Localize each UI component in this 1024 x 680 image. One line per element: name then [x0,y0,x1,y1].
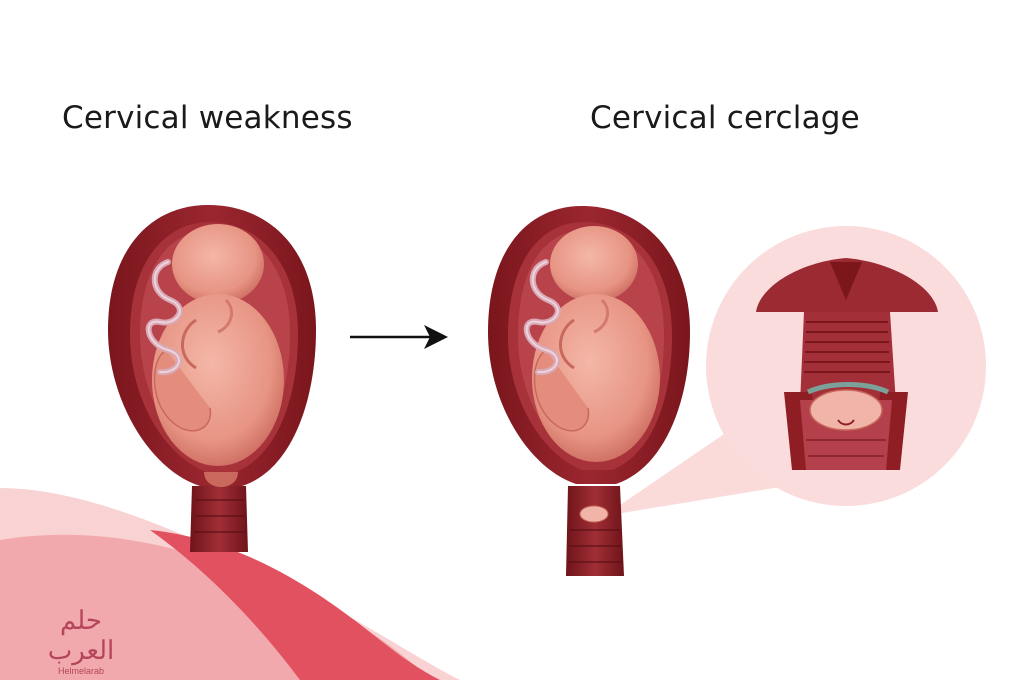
label-cervical-weakness: Cervical weakness [62,100,353,136]
uterus-cerclage [488,206,690,576]
transition-arrow [350,325,448,349]
fetus-right [532,226,660,462]
logo-arabic-text: حلم العرب [47,606,115,666]
label-cervical-cerclage: Cervical cerclage [590,100,860,136]
uterus-weak [108,205,316,552]
brand-logo: حلم العرب Helmelarab [26,606,136,676]
cerclage-zoom-detail [706,226,986,506]
decorative-wave [0,488,460,680]
cervix-weak [190,486,248,552]
cerclage-suture [806,382,890,395]
fetus-left [152,224,284,466]
logo-latin-text: Helmelarab [57,666,105,676]
